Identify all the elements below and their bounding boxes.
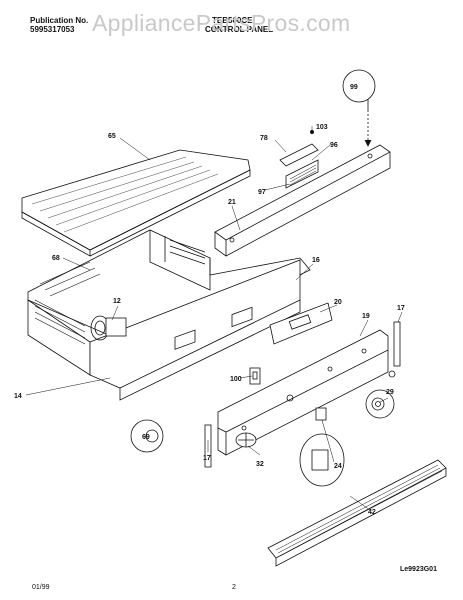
footer-date: 01/99 [32,584,50,591]
callout-68: 68 [52,255,60,262]
publication-label: Publication No. [30,16,89,25]
callout-42: 42 [368,509,376,516]
callout-14: 14 [14,393,22,400]
callout-16: 16 [312,257,320,264]
callout-96: 96 [330,142,338,149]
callout-20: 20 [334,299,342,306]
front-panel-part [217,329,389,456]
callout-circle-69 [130,419,164,453]
control-board-part [269,302,333,345]
callout-17-right: 17 [397,305,405,312]
callout-21: 21 [228,199,236,206]
section-title: CONTROL PANEL [205,25,274,34]
diagram-code: Le9923G01 [400,566,437,573]
publication-number: 5995317053 [30,25,75,34]
leader-lines [25,126,403,511]
top-cover-part [21,149,251,257]
callout-69: 69 [142,434,150,441]
model-number: TEB500CE [212,16,253,25]
callout-29: 29 [386,389,394,396]
callout-19: 19 [362,313,370,320]
callout-78: 78 [260,135,268,142]
callout-100: 100 [230,376,242,383]
callout-circle-29 [365,389,395,419]
control-box-part [89,259,301,401]
thermostat-part [90,315,127,341]
watermark: AppliancePartsPros.com [92,10,351,36]
callout-103: 103 [316,124,328,131]
callout-65: 65 [108,133,116,140]
page-number: 2 [232,584,236,591]
back-rail-part [214,144,391,257]
knob-part [235,432,257,448]
grille-part [267,459,447,567]
callout-32: 32 [256,461,264,468]
vent-assembly-part [279,129,319,189]
callout-97: 97 [258,189,266,196]
chassis-part [27,229,311,376]
callout-99: 99 [350,84,358,91]
callout-17-left: 17 [203,455,211,462]
switch-part [249,367,261,385]
lamp-socket-part [299,407,345,487]
callout-circle-99 [342,69,376,103]
callout-24: 24 [334,463,342,470]
callout-12: 12 [113,298,121,305]
